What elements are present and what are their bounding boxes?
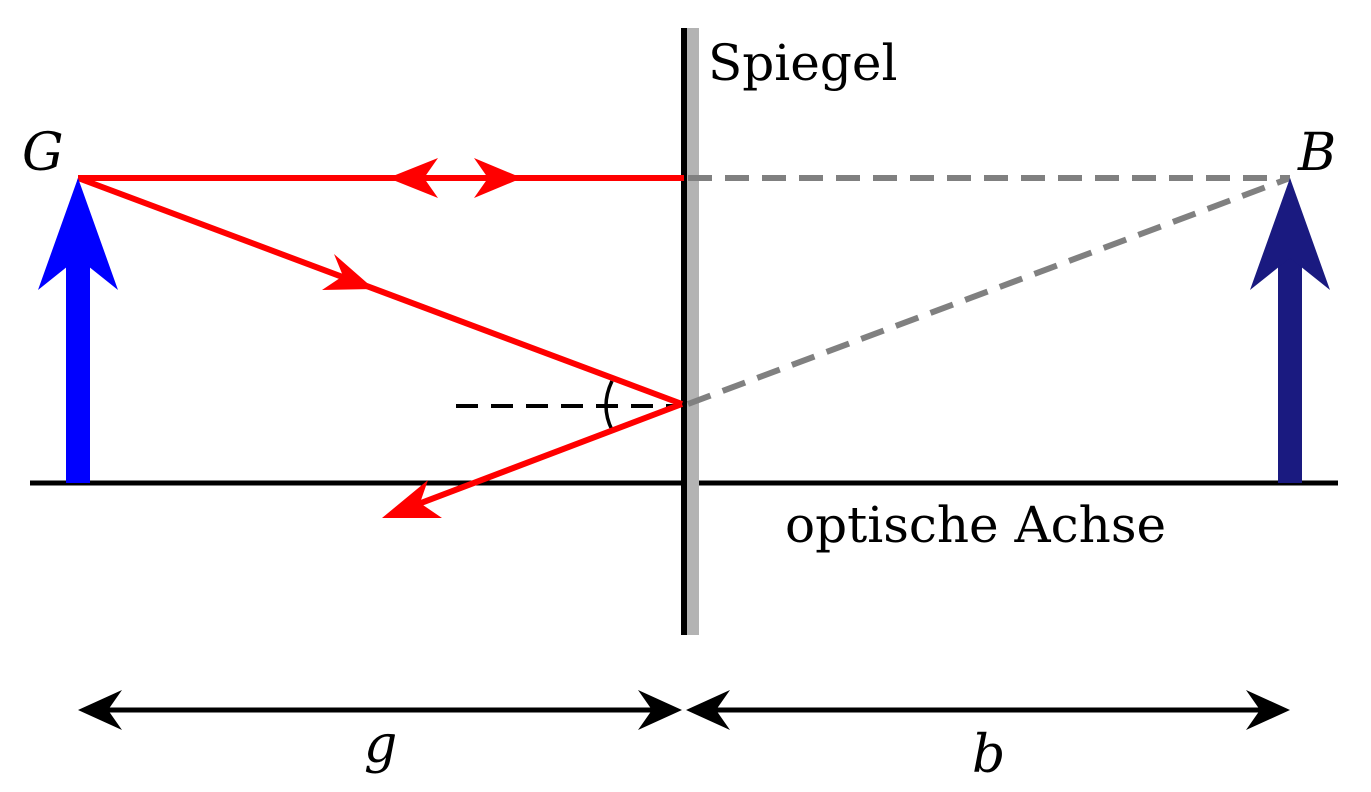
ray-reflected-arrow-head [382, 480, 442, 518]
ray-horizontal-arrow-left [388, 158, 438, 198]
object-label: G [22, 123, 64, 183]
distance-g-arrow-right [638, 690, 682, 730]
ray-incident [76, 175, 684, 407]
distance-b-arrow-left [686, 690, 730, 730]
object-arrow-head [38, 178, 118, 290]
virtual-ray-diagonal [686, 175, 1292, 407]
image-distance-label: b [972, 725, 1005, 785]
optical-axis-label: optische Achse [785, 496, 1166, 554]
ray-reflected [390, 401, 684, 517]
distance-g-arrow-left [78, 690, 122, 730]
image-arrow-shaft [1278, 250, 1302, 483]
image-label: B [1297, 123, 1336, 183]
object-distance-label: g [364, 715, 397, 775]
image-arrow-head [1250, 178, 1330, 290]
distance-b-arrow-right [1246, 690, 1290, 730]
angle-arc [604, 380, 614, 431]
mirror-backing [685, 28, 699, 635]
mirror-label: Spiegel [708, 34, 897, 92]
object-arrow-shaft [66, 250, 90, 483]
ray-horizontal-arrow-right [474, 158, 522, 198]
ray-incident-arrow [322, 254, 374, 290]
